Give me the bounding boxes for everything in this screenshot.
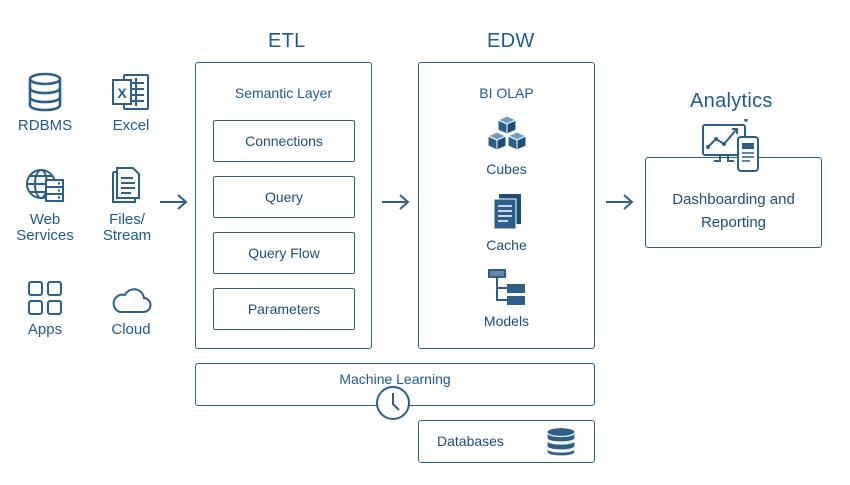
model-hierarchy-icon: [487, 269, 525, 305]
source-label: Excel: [112, 117, 150, 134]
analytics-box: Dashboarding and Reporting: [645, 157, 822, 248]
edw-heading: EDW: [487, 30, 535, 52]
database-stack-icon: [546, 426, 576, 457]
documents-icon: [493, 194, 521, 230]
source-label: Cloud: [111, 321, 151, 338]
source-label: Apps: [27, 321, 63, 338]
source-label: Web Services: [16, 211, 74, 244]
arrow-right-icon: [606, 194, 634, 210]
database-icon: [28, 72, 62, 112]
etl-item-parameters: Parameters: [213, 288, 355, 330]
source-rdbms: RDBMS: [5, 72, 85, 134]
edw-item-cubes: Cubes: [419, 115, 594, 177]
svg-text:X: X: [117, 85, 127, 101]
etl-heading: ETL: [268, 30, 306, 52]
arrow-right-icon: [160, 194, 188, 210]
analytics-devices-icon: [702, 119, 759, 172]
etl-item-query: Query: [213, 176, 355, 218]
globe-server-icon: [26, 169, 64, 202]
edw-item-cache: Cache: [419, 193, 594, 253]
analytics-heading: Analytics: [690, 90, 773, 112]
cloud-icon: [112, 288, 152, 313]
source-label: Files/ Stream: [102, 211, 152, 244]
databases-box: Databases: [418, 420, 595, 463]
files-icon: [112, 167, 140, 203]
bi-olap-title: BI OLAP: [479, 85, 534, 101]
databases-label: Databases: [437, 433, 504, 449]
source-cloud: Cloud: [91, 284, 171, 338]
source-excel: X Excel: [91, 72, 171, 134]
edw-item-label: Cubes: [486, 161, 527, 177]
etl-item-connections: Connections: [213, 120, 355, 162]
analytics-box-label: Dashboarding and Reporting: [672, 191, 795, 231]
edw-item-label: Cache: [486, 237, 527, 253]
edw-item-models: Models: [419, 267, 594, 329]
semantic-layer-title: Semantic Layer: [234, 85, 333, 101]
etl-item-query-flow: Query Flow: [213, 232, 355, 274]
arrow-right-icon: [382, 194, 410, 210]
machine-learning-label: Machine Learning: [339, 371, 451, 387]
etl-panel: Semantic Layer Connections Query Query F…: [195, 62, 372, 349]
source-apps: Apps: [5, 280, 85, 338]
cubes-icon: [486, 115, 527, 151]
apps-grid-icon: [28, 281, 62, 315]
clock-icon: [376, 386, 410, 420]
source-web-services: Web Services: [5, 166, 85, 244]
source-label: RDBMS: [17, 117, 73, 134]
edw-panel: BI OLAP Cubes Cache: [418, 62, 595, 349]
excel-icon: X: [112, 74, 149, 110]
source-files-stream: Files/ Stream: [87, 166, 167, 244]
edw-item-label: Models: [483, 313, 530, 329]
